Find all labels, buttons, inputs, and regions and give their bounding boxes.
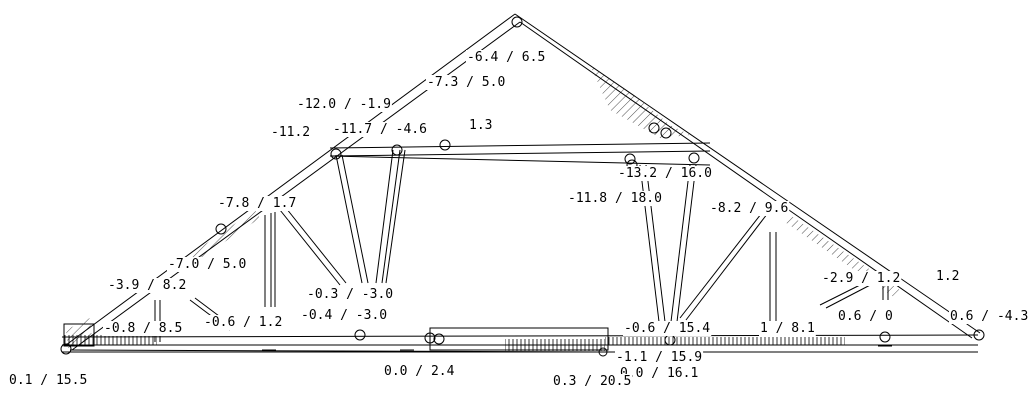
force-label-background [167,257,248,272]
force-label: -3.9 / 8.2 [108,278,186,293]
joint-markers [60,16,985,357]
force-label-background [300,308,389,323]
force-label: -7.3 / 5.0 [427,75,505,90]
force-label: -0.3 / -3.0 [307,287,393,302]
ridge-hatch [590,65,690,138]
force-label-background [466,50,547,65]
force-label: -7.0 / 5.0 [168,257,246,272]
force-label-background [332,122,428,137]
force-label: 1 / 8.1 [760,321,815,336]
bearing-plates [262,345,892,351]
bottom-hatch-mid [505,339,605,351]
heel-hatch [66,318,92,348]
force-label-background [8,373,89,388]
force-label: 0.0 / 16.1 [620,366,698,381]
force-label-background [949,309,1029,324]
force-label: 0.6 / 0 [838,309,893,324]
force-label-background [296,97,392,112]
force-label-background [468,118,494,133]
force-label: -7.8 / 1.7 [218,196,296,211]
attic-ceiling-tie [329,142,711,166]
force-label-background [217,196,298,211]
force-label-background [837,309,894,324]
force-label-background [203,315,284,330]
force-label-background [107,278,188,293]
left-chord-hatch [175,210,260,272]
bottom-hatch-left [62,335,157,345]
force-label-background [617,166,713,181]
force-label-background [821,271,902,286]
force-label: -12.0 / -1.9 [297,97,391,112]
force-label: -6.4 / 6.5 [467,50,545,65]
force-label: -1.1 / 15.9 [616,350,702,365]
force-label: -11.8 / 18.0 [568,191,662,206]
force-label: 1.2 [936,269,959,284]
force-label: 0.1 / 15.5 [9,373,87,388]
force-label-background [935,269,961,284]
force-label-background [103,321,184,336]
force-label-background [615,350,704,365]
force-label-background [759,321,816,336]
force-label: -0.6 / 15.4 [624,321,710,336]
force-label: -0.6 / 1.2 [204,315,282,330]
force-label: -8.2 / 9.6 [710,201,788,216]
force-label-background [426,75,507,90]
force-label: 0.0 / 2.4 [384,364,455,379]
force-label-background [567,191,663,206]
force-label-background [270,125,312,140]
force-label: -13.2 / 16.0 [618,166,712,181]
right-webs [639,164,889,332]
force-label-background [306,287,395,302]
force-labels: -6.4 / 6.5 -7.3 / 5.0 -12.0 / -1.9 -11.2… [8,50,1029,389]
right-top-chord [514,13,981,339]
force-label: 1.3 [469,118,492,133]
force-label-background [623,321,712,336]
force-label: -2.9 / 1.2 [822,271,900,286]
force-label-background [709,201,790,216]
left-top-chord [65,13,521,351]
force-label-background [619,366,700,381]
force-label-background [552,374,633,389]
force-label: 0.6 / -4.3 [950,309,1028,324]
force-label: -0.4 / -3.0 [301,308,387,323]
force-label-background [383,364,456,379]
force-label: -11.2 [271,125,310,140]
bottom-hatch-right [605,337,845,345]
force-label: -11.7 / -4.6 [333,122,427,137]
force-label: -0.8 / 8.5 [104,321,182,336]
force-label: 0.3 / 20.5 [553,374,631,389]
